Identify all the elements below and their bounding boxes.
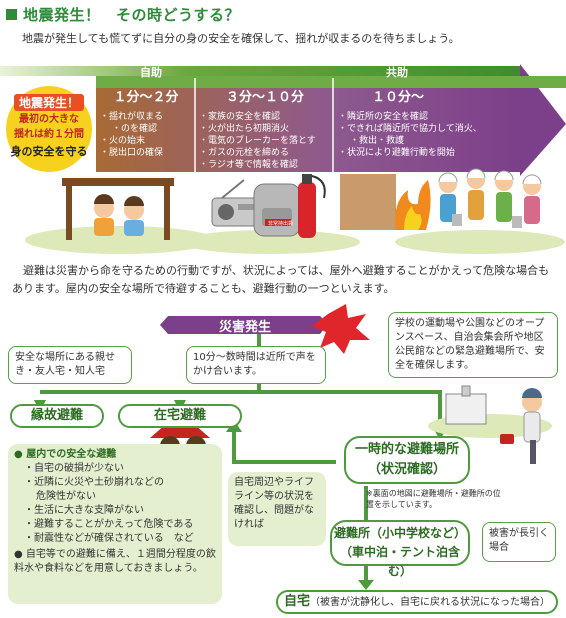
title-square-icon <box>6 9 17 20</box>
phase-1-list: 揺れが収まる のを確認 火の始末 脱出口の確保 <box>100 111 192 159</box>
home-title: 自宅 <box>283 594 310 609</box>
temp-site-note: 学校の運動場や公園などのオープンスペース、自治会集会所や地区公民館などの緊急避難… <box>388 312 558 378</box>
burning-house-icon <box>340 174 431 230</box>
list-item: ラジオ等で情報を確認 <box>199 159 331 171</box>
home-box: 自宅（被害が沈静化し、自宅に戻れる状況になった場合） <box>276 590 558 614</box>
home-evac-box: 在宅避難 <box>118 404 242 428</box>
list-item: ・避難することがかえって危険である <box>24 519 194 530</box>
list-item: のを確認 <box>100 123 192 135</box>
list-item: 脱出口の確保 <box>100 147 192 159</box>
home-evac-panel: ● 屋内での安全な避難 ・自宅の破損が少ない ・近隣に火災や土砂崩れなどの 危険… <box>8 444 222 604</box>
green-header-band <box>0 66 535 82</box>
home-evac-panel-list: ・自宅の破損が少ない ・近隣に火災や土砂崩れなどの 危険性がない ・生活に大きな… <box>14 462 216 546</box>
phase-2-list: 家族の安全を確認 火が出たら初期消火 電気のブレーカーを落とす ガスの元栓を締め… <box>199 111 331 171</box>
quake-start-circle: 地震発生！ 最初の大きな 揺れは約１分間 身の安全を守る <box>6 86 92 172</box>
relatives-note: 安全な場所にある親せき・友人宅・知人宅 <box>8 346 132 384</box>
flow-connectors <box>34 304 552 590</box>
list-item: 火が出たら初期消火 <box>199 123 331 135</box>
school-evacuee-icon <box>428 385 552 464</box>
home-evac-panel-footer: ● 自宅等での避難に備え、１週間分程度の飲料水や食料などを用意しておきましょう。 <box>14 549 216 574</box>
phase-3-list: 隣近所の安全を確認 できれば隣近所で協力して消火、 救出・救護 状況により避難行… <box>338 111 518 159</box>
evacuation-paragraph: 避難は災害から命を守るための行動ですが、状況によっては、屋外へ避難することがかえ… <box>12 264 550 295</box>
radio-icon <box>211 179 261 227</box>
page-title: 地震発生！ その時どうする？ <box>6 4 240 25</box>
list-item: ・耐震性などが確保されている など <box>24 533 194 544</box>
quake-start-heading: 地震発生！ <box>14 94 84 111</box>
list-item: できれば隣近所で協力して消火、 <box>338 123 518 135</box>
phase-2: ３分～１０分 家族の安全を確認 火が出たら初期消火 電気のブレーカーを落とす ガ… <box>199 86 331 171</box>
list-item: ・生活に大きな支障がない <box>24 505 144 516</box>
home-check-note: 自宅周辺やライフライン等の状況を確認し、問題がなければ <box>228 472 326 546</box>
self-help-label: 自助 <box>140 66 162 79</box>
temp-site-title: 一時的な避難場所 <box>354 442 459 457</box>
neighbors-helping-icon <box>438 168 542 228</box>
intro-text: 地震が発生しても慌てずに自分の身の安全を確保して、揺れが収まるのを待ちましょう。 <box>22 32 460 45</box>
phase-3-time: １０分～ <box>372 90 425 105</box>
phase-2-time: ３分～１０分 <box>225 90 304 105</box>
phase-1: １分～２分 揺れが収まる のを確認 火の始末 脱出口の確保 <box>100 86 192 159</box>
quake-start-line1: 最初の大きな <box>19 114 79 125</box>
list-item: 火の始末 <box>100 135 192 147</box>
list-item: ・自宅の破損が少ない <box>24 463 124 474</box>
temp-site-box: 一時的な避難場所 （状況確認） <box>344 436 470 484</box>
list-item: 救出・救護 <box>338 135 518 147</box>
list-item: 電気のブレーカーを落とす <box>199 135 331 147</box>
list-item: ・近隣に火災や土砂崩れなどの <box>24 477 164 488</box>
list-item: 揺れが収まる <box>100 111 192 123</box>
disaster-label: 災害発生 <box>218 320 271 335</box>
home-subtitle: （被害が沈静化し、自宅に戻れる状況になった場合） <box>310 597 550 608</box>
shelter-subtitle: （車中泊・テント泊含む） <box>339 545 460 578</box>
relative-evac-box: 縁故避難 <box>10 404 104 428</box>
emergency-bag-icon <box>253 183 301 237</box>
phase-3: １０分～ 隣近所の安全を確認 できれば隣近所で協力して消火、 救出・救護 状況に… <box>338 86 518 159</box>
fire-extinguisher-icon <box>298 174 326 238</box>
neighbors-note: 10分～数時間は近所で声をかけ合います。 <box>186 346 326 384</box>
kids-under-table-icon <box>62 178 174 240</box>
list-item: ガスの元栓を締める <box>199 147 331 159</box>
list-item: 隣近所の安全を確認 <box>338 111 518 123</box>
mutual-help-label: 共助 <box>386 66 408 79</box>
long-damage-note: 被害が長引く場合 <box>482 522 556 562</box>
home-evac-panel-heading: ● 屋内での安全な避難 <box>14 449 117 460</box>
temp-site-subtitle: （状況確認） <box>367 462 446 477</box>
shelter-title: 避難所（小中学校など） <box>333 526 466 540</box>
list-item: 家族の安全を確認 <box>199 111 331 123</box>
map-note: ※裏面の地図に避難場所・避難所の位置を示しています。 <box>366 489 501 509</box>
bag-label: 非常持出袋 <box>268 220 293 227</box>
timeline-illustrations: 非常持出袋 <box>25 168 565 254</box>
quake-start-line3: 身の安全を守る <box>10 145 88 158</box>
phase-1-time: １分～２分 <box>113 90 179 105</box>
quake-start-line2: 揺れは約１分間 <box>14 129 84 140</box>
list-item: 危険性がない <box>36 491 96 502</box>
shelter-box: 避難所（小中学校など） （車中泊・テント泊含む） <box>330 520 470 578</box>
timeline-arrow-head <box>520 64 566 176</box>
list-item: 状況により避難行動を開始 <box>338 147 518 159</box>
